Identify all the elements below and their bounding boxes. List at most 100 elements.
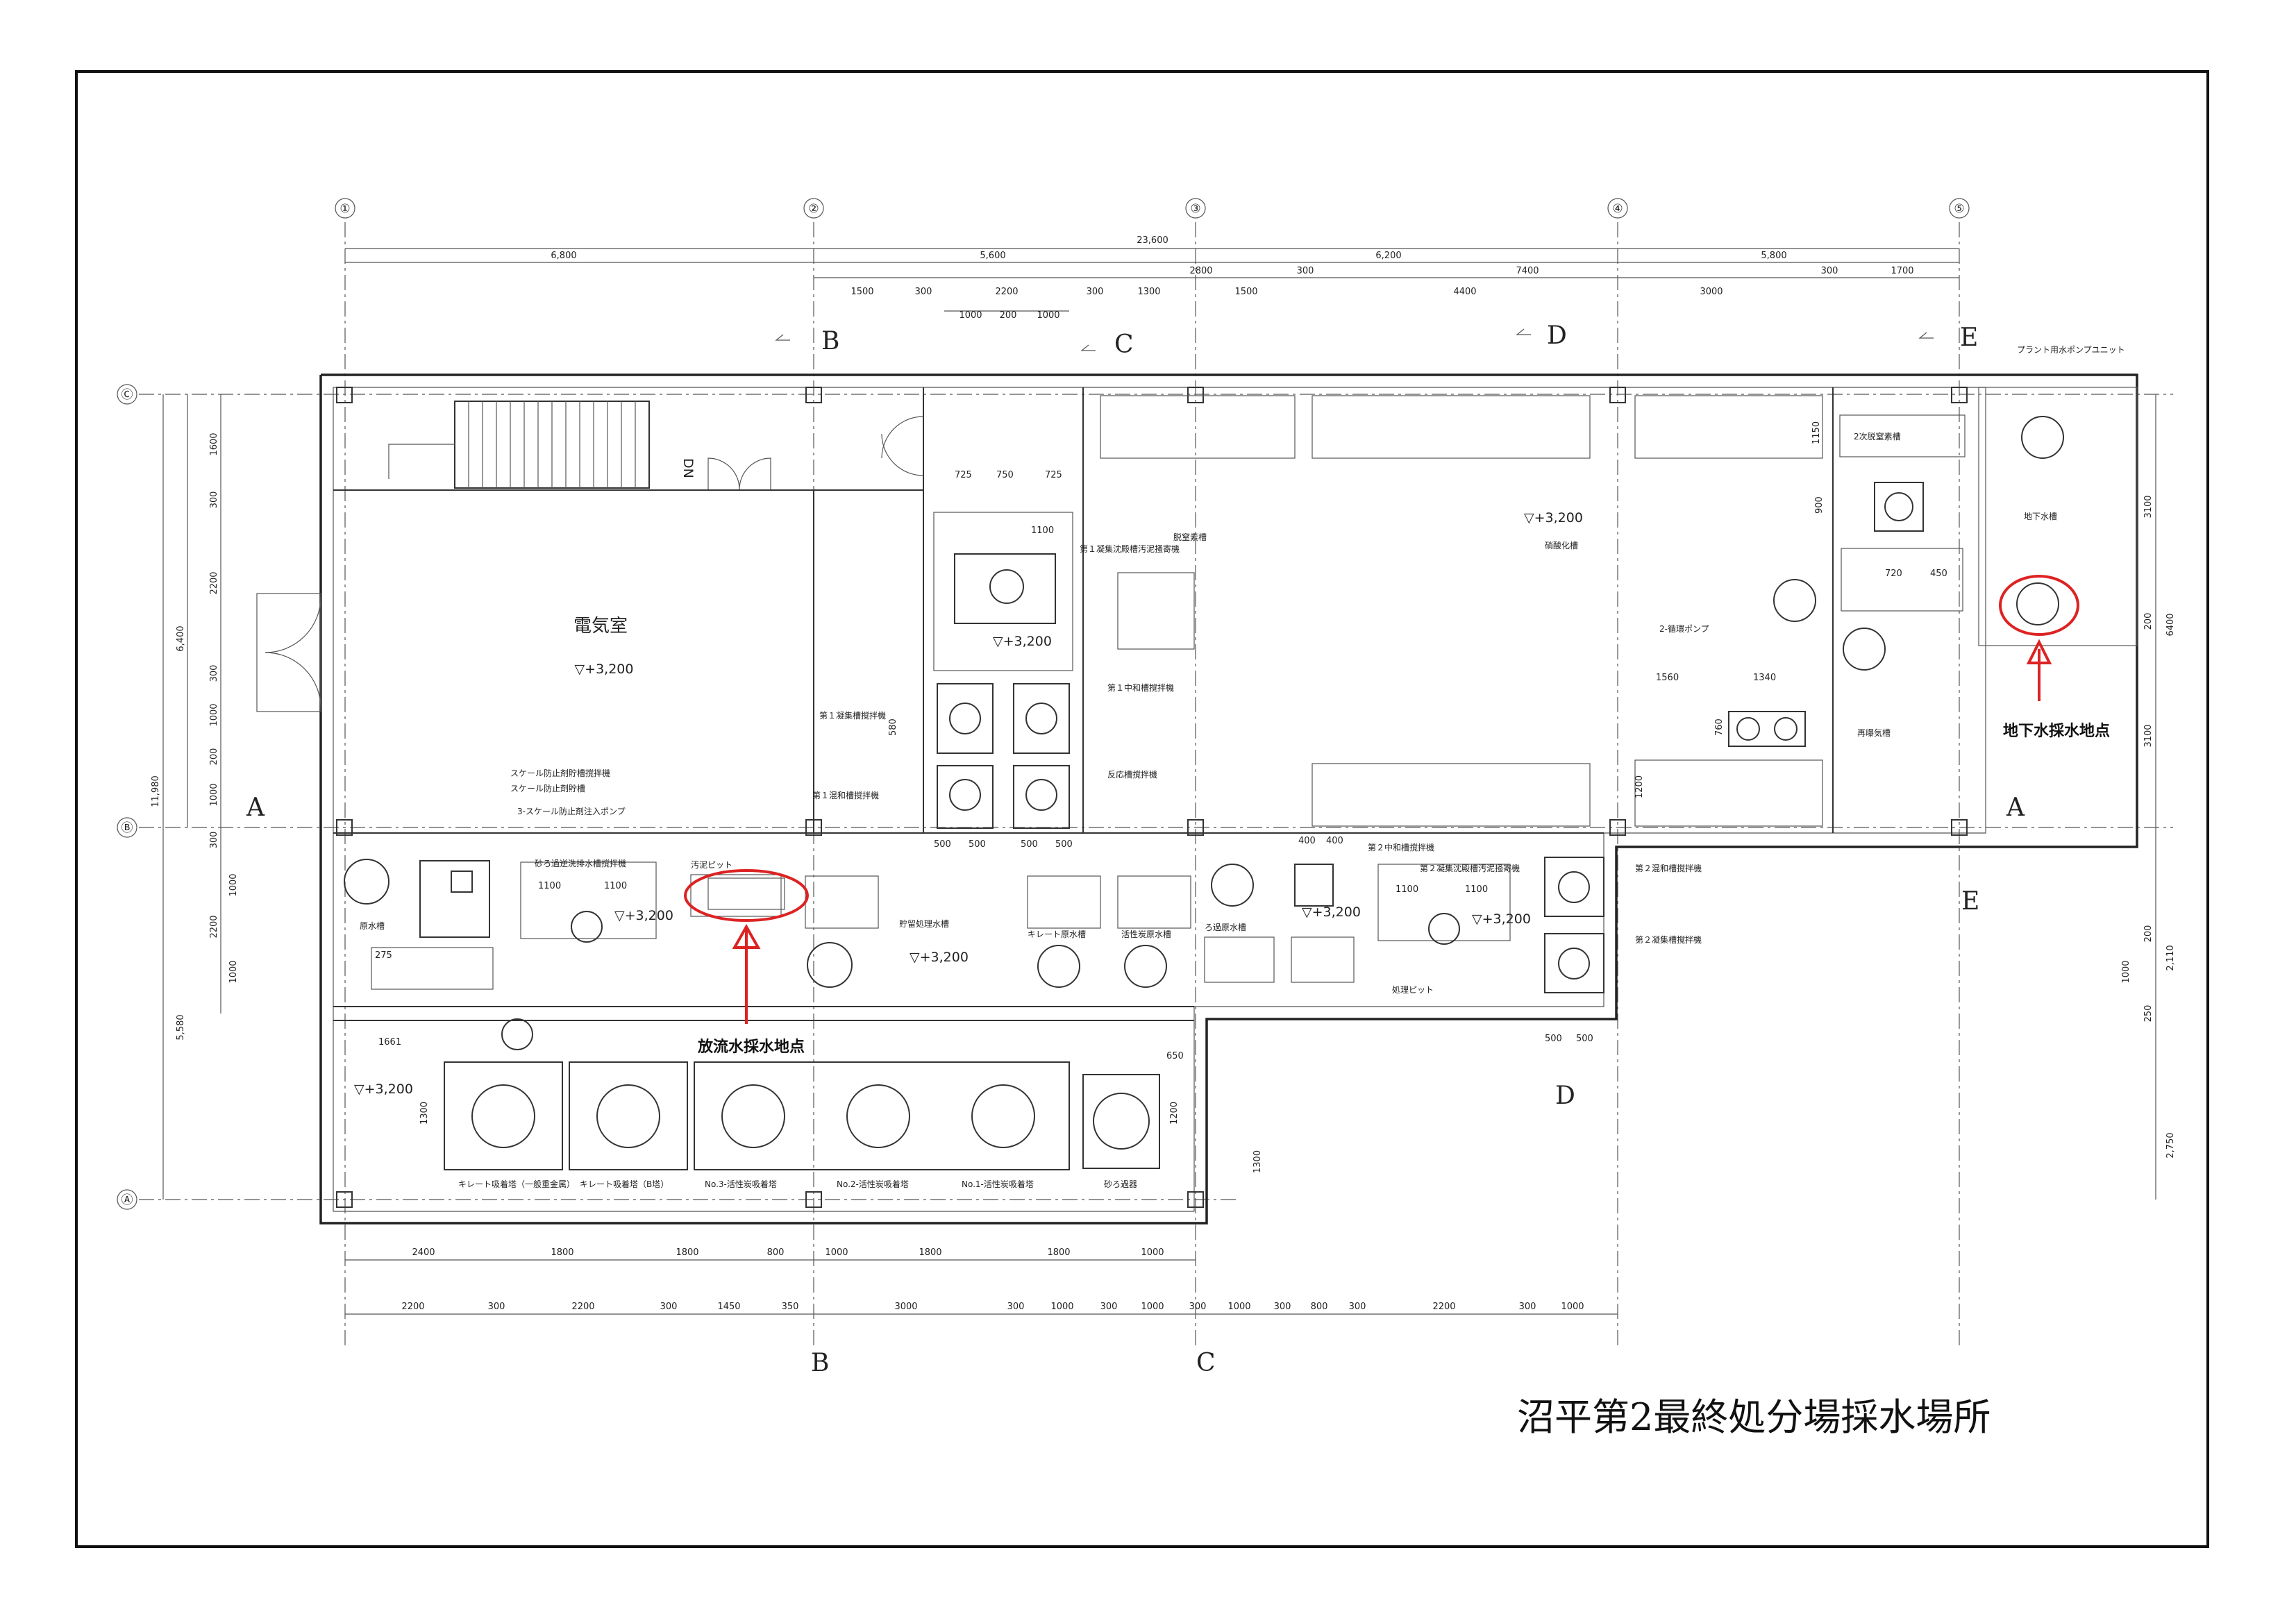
svg-text:2200: 2200 — [571, 1302, 594, 1312]
svg-text:300: 300 — [1349, 1302, 1366, 1312]
svg-text:汚泥ピット: 汚泥ピット — [691, 860, 732, 870]
svg-text:200: 200 — [2143, 613, 2154, 630]
svg-text:1500: 1500 — [1234, 287, 1257, 297]
svg-text:500: 500 — [1055, 839, 1073, 850]
building-walls — [319, 373, 2138, 1225]
svg-text:2,750: 2,750 — [2165, 1132, 2176, 1158]
svg-text:1100: 1100 — [1031, 525, 1054, 536]
svg-text:6400: 6400 — [2165, 613, 2176, 636]
svg-text:2-循環ポンプ: 2-循環ポンプ — [1659, 624, 1709, 634]
svg-text:760: 760 — [1714, 718, 1725, 736]
svg-text:1000: 1000 — [1141, 1302, 1164, 1312]
svg-text:300: 300 — [209, 832, 219, 849]
svg-text:725: 725 — [955, 470, 972, 480]
svg-text:300: 300 — [1100, 1302, 1118, 1312]
svg-text:300: 300 — [1189, 1302, 1207, 1312]
svg-text:5,800: 5,800 — [1761, 251, 1786, 261]
middle-equipment: 725 750 725 1100 500 500 500 500 580 第１凝… — [812, 470, 1180, 850]
svg-text:1300: 1300 — [1252, 1150, 1263, 1173]
svg-text:▽+3,200: ▽+3,200 — [1472, 911, 1531, 927]
section-markers: B C D E A A E D B C — [246, 321, 2025, 1377]
axis-5: ⑤ — [1954, 202, 1964, 216]
level-electrical: ▽+3,200 — [575, 662, 634, 677]
stairs: DN — [388, 401, 696, 489]
svg-text:250: 250 — [2143, 1005, 2154, 1023]
level-nitrif: ▽+3,200 — [1524, 510, 1583, 525]
sand-filter: 砂ろ過器 — [1104, 1179, 1137, 1189]
svg-text:800: 800 — [1311, 1302, 1328, 1312]
tower-no1: No.1-活性炭吸着塔 — [962, 1179, 1034, 1189]
svg-text:1800: 1800 — [676, 1247, 698, 1258]
upper-right-rooms: 脱窒素槽 硝酸化槽 ▽+3,200 2次脱窒素槽 プラント用水ポンプユニット 7… — [1100, 345, 2125, 827]
svg-text:300: 300 — [1297, 266, 1314, 276]
groundwater-sampling-label: 地下水採水地点 — [2003, 722, 2110, 740]
tower-chelate-heavy: キレート吸着塔（一般重金属） — [458, 1179, 575, 1189]
svg-text:A: A — [246, 793, 265, 822]
svg-text:第２中和槽撹拌機: 第２中和槽撹拌機 — [1368, 842, 1434, 852]
svg-text:プラント用水ポンプユニット: プラント用水ポンプユニット — [2017, 345, 2125, 355]
svg-text:1100: 1100 — [1465, 884, 1488, 895]
axis-b: Ⓑ — [121, 821, 133, 835]
svg-text:1100: 1100 — [604, 881, 627, 891]
svg-text:5,600: 5,600 — [980, 251, 1005, 261]
svg-text:D: D — [1555, 1082, 1575, 1110]
row-axes: Ⓒ Ⓑ Ⓐ — [117, 384, 2173, 1210]
svg-text:スケール防止剤貯槽撹拌機: スケール防止剤貯槽撹拌機 — [510, 768, 610, 778]
svg-text:1000: 1000 — [2121, 960, 2131, 983]
room-raw-water: 原水槽 — [360, 921, 385, 931]
svg-text:1800: 1800 — [919, 1247, 941, 1258]
svg-text:2200: 2200 — [1432, 1302, 1455, 1312]
svg-text:580: 580 — [888, 718, 898, 736]
svg-text:1000: 1000 — [959, 310, 982, 321]
svg-text:500: 500 — [1576, 1034, 1593, 1044]
svg-text:1450: 1450 — [717, 1302, 740, 1312]
svg-text:1340: 1340 — [1753, 673, 1776, 683]
svg-text:反応槽撹拌機: 反応槽撹拌機 — [1107, 769, 1157, 780]
svg-text:▽+3,200: ▽+3,200 — [1302, 905, 1361, 920]
axis-2: ② — [808, 202, 819, 216]
svg-text:3100: 3100 — [2143, 724, 2154, 747]
svg-text:500: 500 — [1021, 839, 1038, 850]
room-groundwater-tank: 地下水槽 — [2024, 512, 2057, 521]
room-nitrif: 硝酸化槽 — [1545, 540, 1578, 550]
svg-text:750: 750 — [996, 470, 1014, 480]
lower-band-equipment: 原水槽 スケール防止剤貯槽撹拌機 スケール防止剤貯槽 3-スケール防止剤注入ポン… — [344, 768, 1702, 1044]
svg-text:第２凝集槽撹拌機: 第２凝集槽撹拌機 — [1635, 934, 1702, 945]
room-filtered: ろ過原水槽 — [1205, 923, 1246, 932]
svg-text:2200: 2200 — [209, 915, 219, 938]
svg-text:1800: 1800 — [1047, 1247, 1070, 1258]
svg-text:300: 300 — [1821, 266, 1838, 276]
room-reaeration: 再曝気槽 — [1857, 728, 1891, 738]
tower-no2: No.2-活性炭吸着塔 — [837, 1179, 909, 1189]
svg-text:1000: 1000 — [209, 783, 219, 806]
axis-1: ① — [340, 202, 350, 216]
room-storage: 貯留処理水槽 — [899, 919, 949, 929]
svg-text:1100: 1100 — [1396, 884, 1418, 895]
svg-text:3100: 3100 — [2143, 495, 2154, 518]
svg-text:400: 400 — [1326, 836, 1343, 846]
svg-text:300: 300 — [1519, 1302, 1536, 1312]
svg-text:C: C — [1196, 1349, 1216, 1377]
svg-text:300: 300 — [209, 491, 219, 509]
svg-text:1100: 1100 — [538, 881, 561, 891]
svg-text:1200: 1200 — [1169, 1102, 1180, 1125]
svg-text:1000: 1000 — [1050, 1302, 1073, 1312]
svg-text:第１混和槽撹拌機: 第１混和槽撹拌機 — [812, 790, 879, 800]
svg-text:2400: 2400 — [412, 1247, 435, 1258]
svg-text:1000: 1000 — [209, 703, 219, 726]
svg-text:500: 500 — [1545, 1034, 1562, 1044]
svg-text:A: A — [2006, 793, 2025, 822]
svg-text:720: 720 — [1885, 569, 1902, 579]
svg-text:900: 900 — [1814, 496, 1825, 514]
axis-3: ③ — [1190, 202, 1200, 216]
svg-text:6,400: 6,400 — [176, 625, 186, 651]
svg-text:300: 300 — [209, 665, 219, 682]
svg-text:1560: 1560 — [1656, 673, 1679, 683]
svg-text:300: 300 — [915, 287, 932, 297]
svg-text:500: 500 — [934, 839, 951, 850]
svg-text:1300: 1300 — [1137, 287, 1160, 297]
dn-label: DN — [680, 458, 696, 478]
svg-text:1000: 1000 — [1227, 1302, 1250, 1312]
svg-text:800: 800 — [767, 1247, 785, 1258]
